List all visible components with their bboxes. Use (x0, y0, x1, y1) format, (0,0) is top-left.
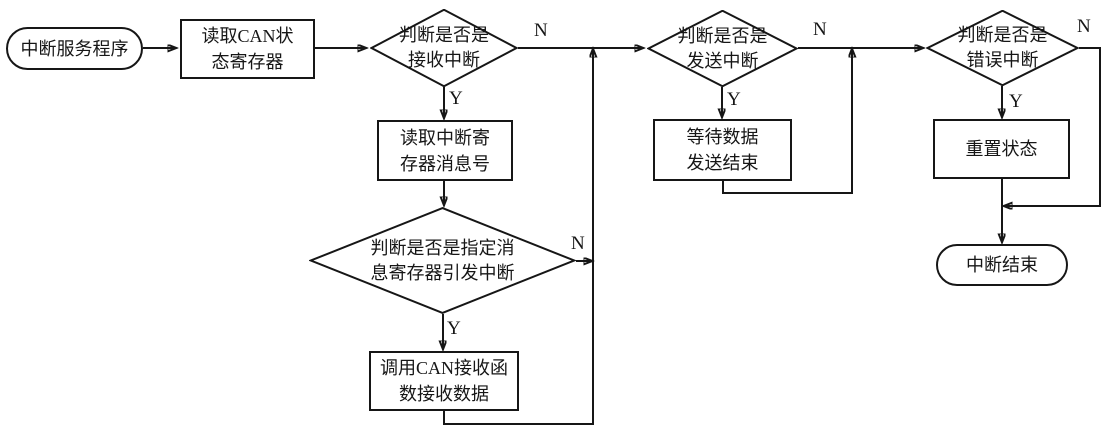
edge-wait-send-loopback (722, 49, 852, 194)
node-read-can-status: 读取CAN状 态寄存器 (180, 19, 315, 79)
edge-label-no-error: N (1077, 16, 1091, 37)
node-read-interrupt-msg: 读取中断寄 存器消息号 (377, 120, 513, 181)
node-start-label: 中断服务程序 (20, 38, 129, 59)
node-is-error-interrupt: 判断是否是 错误中断 (926, 10, 1079, 86)
node-read-interrupt-msg-label: 读取中断寄 存器消息号 (400, 127, 490, 174)
edge-call-can-loopback (443, 49, 593, 425)
node-end: 中断结束 (936, 244, 1068, 286)
node-is-receive-interrupt-label: 判断是否是 接收中断 (399, 25, 489, 70)
node-wait-send-finish-label: 等待数据 发送结束 (686, 127, 759, 173)
node-reset-state: 重置状态 (933, 119, 1070, 179)
decision-diamond-shape (926, 10, 1079, 86)
node-is-send-interrupt: 判断是否是 发送中断 (647, 10, 798, 87)
decision-diamond-shape (647, 10, 798, 87)
node-reset-state-label: 重置状态 (965, 139, 1038, 159)
node-is-send-interrupt-label: 判断是否是 发送中断 (677, 25, 768, 71)
edge-label-yes-receive: Y (449, 88, 463, 109)
node-is-receive-interrupt: 判断是否是 接收中断 (370, 9, 518, 87)
node-is-error-interrupt-label: 判断是否是 错误中断 (957, 25, 1048, 70)
decision-diamond-shape (309, 207, 576, 314)
node-call-can-receive-label: 调用CAN接收函 数接收数据 (379, 358, 508, 404)
decision-diamond-shape (370, 9, 518, 87)
node-call-can-receive: 调用CAN接收函 数接收数据 (369, 351, 519, 411)
edge-label-no-specified: N (571, 233, 585, 254)
edge-label-yes-specified: Y (447, 318, 461, 339)
node-wait-send-finish: 等待数据 发送结束 (653, 119, 792, 181)
node-start: 中断服务程序 (6, 27, 143, 70)
node-is-specified-msg: 判断是否是指定消 息寄存器引发中断 (309, 207, 576, 314)
edge-is-error-no (1004, 47, 1101, 206)
edge-label-no-receive: N (534, 20, 548, 41)
node-end-label: 中断结束 (966, 255, 1038, 275)
edge-label-yes-send: Y (727, 89, 741, 110)
node-is-specified-msg-label: 判断是否是指定消 息寄存器引发中断 (370, 237, 515, 283)
edge-label-yes-error: Y (1009, 91, 1023, 112)
node-read-can-status-label: 读取CAN状 态寄存器 (201, 26, 294, 72)
edge-label-no-send: N (813, 19, 827, 40)
